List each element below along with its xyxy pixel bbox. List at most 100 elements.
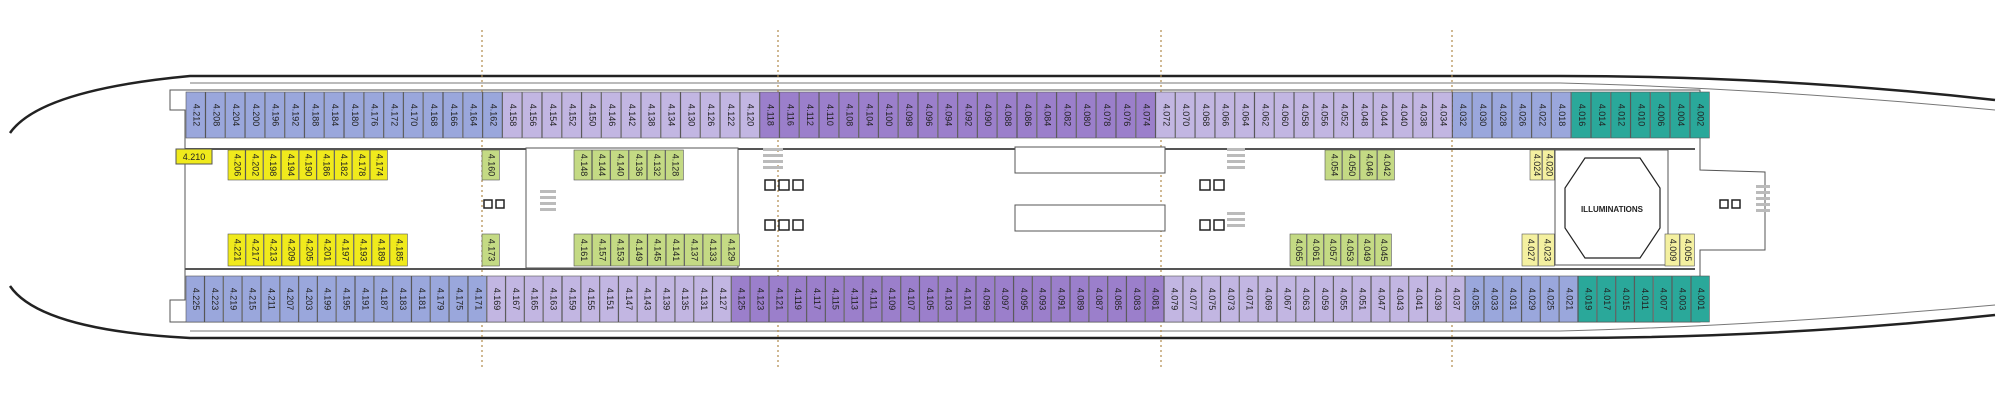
inner-bottom-cabin[interactable] [1306,233,1324,267]
bottom-row-cabin[interactable] [1070,275,1089,323]
top-row-cabin[interactable] [1214,91,1235,139]
bottom-row-cabin[interactable] [750,275,769,323]
inner-top-cabin[interactable] [610,149,629,181]
bottom-row-cabin[interactable] [806,275,826,323]
bottom-row-cabin[interactable] [1201,275,1221,323]
top-row-cabin[interactable] [1274,91,1295,139]
top-row-cabin[interactable] [363,91,384,139]
top-row-cabin[interactable] [502,91,523,139]
top-row-cabin[interactable] [1412,91,1433,139]
inner-bottom-cabin[interactable] [592,233,611,267]
bottom-row-cabin[interactable] [1483,275,1503,323]
bottom-row-cabin[interactable] [1408,275,1428,323]
inner-bottom-cabin[interactable] [684,233,703,267]
top-row-cabin[interactable] [1254,91,1275,139]
bottom-row-cabin[interactable] [336,275,356,323]
top-row-cabin[interactable] [225,91,246,139]
top-row-cabin[interactable] [344,91,364,139]
top-row-cabin[interactable] [324,91,345,139]
bottom-row-cabin[interactable] [1013,275,1033,323]
inner-top-cabin[interactable] [592,149,611,181]
top-row-cabin[interactable] [185,91,206,139]
bottom-row-cabin[interactable] [599,275,619,323]
bottom-row-cabin[interactable] [768,275,788,323]
bottom-row-cabin[interactable] [1389,275,1409,323]
top-row-cabin[interactable] [1056,91,1077,139]
bottom-row-cabin[interactable] [994,275,1014,323]
inner-bottom-cabin[interactable] [1679,233,1695,267]
cabin-tag[interactable] [175,148,213,165]
inner-top-cabin[interactable] [263,149,282,181]
top-row-cabin[interactable] [1036,91,1057,139]
top-row-cabin[interactable] [1195,91,1215,139]
inner-top-cabin[interactable] [227,149,246,181]
bottom-row-cabin[interactable] [1314,275,1334,323]
bottom-row-cabin[interactable] [1126,275,1146,323]
top-row-cabin[interactable] [561,91,582,139]
top-row-cabin[interactable] [205,91,226,139]
bottom-row-cabin[interactable] [1182,275,1202,323]
top-row-cabin[interactable] [1294,91,1314,139]
inner-top-cabin[interactable] [665,149,684,181]
top-row-cabin[interactable] [878,91,899,139]
bottom-row-cabin[interactable] [543,275,562,323]
inner-bottom-cabin[interactable] [245,233,264,267]
bottom-row-cabin[interactable] [1578,275,1597,323]
top-row-cabin[interactable] [957,91,978,139]
top-row-cabin[interactable] [1630,91,1651,139]
top-row-cabin[interactable] [799,91,820,139]
bottom-row-cabin[interactable] [731,275,751,323]
bottom-row-cabin[interactable] [1352,275,1372,323]
bottom-row-cabin[interactable] [204,275,224,323]
inner-bottom-cabin[interactable] [702,233,722,267]
inner-bottom-cabin[interactable] [1538,233,1555,267]
bottom-row-cabin[interactable] [938,275,958,323]
bottom-row-cabin[interactable] [1502,275,1522,323]
bottom-row-cabin[interactable] [693,275,713,323]
inner-top-cabin[interactable] [1324,149,1343,181]
top-row-cabin[interactable] [1135,91,1156,139]
top-row-cabin[interactable] [383,91,404,139]
top-row-cabin[interactable] [1353,91,1374,139]
bottom-row-cabin[interactable] [1521,275,1541,323]
inner-top-cabin[interactable] [1377,149,1395,181]
bottom-row-cabin[interactable] [825,275,845,323]
top-row-cabin[interactable] [462,91,483,139]
top-row-cabin[interactable] [304,91,325,139]
bottom-row-cabin[interactable] [900,275,920,323]
top-row-cabin[interactable] [1313,91,1334,139]
inner-top-cabin[interactable] [281,149,299,181]
bottom-row-cabin[interactable] [1333,275,1353,323]
inner-bottom-cabin[interactable] [299,233,318,267]
inner-top-cabin[interactable] [245,149,264,181]
bottom-row-cabin[interactable] [1615,275,1635,323]
inner-bottom-cabin[interactable] [317,233,336,267]
top-row-cabin[interactable] [937,91,958,139]
top-row-cabin[interactable] [522,91,542,139]
top-row-cabin[interactable] [898,91,919,139]
bottom-row-cabin[interactable] [392,275,412,323]
inner-top-cabin[interactable] [1359,149,1378,181]
inner-bottom-cabin[interactable] [1357,233,1375,267]
bottom-row-cabin[interactable] [279,275,299,323]
inner-bottom-cabin[interactable] [371,233,390,267]
bottom-row-cabin[interactable] [1371,275,1390,323]
inner-bottom-cabin[interactable] [1664,233,1680,267]
inner-top-cabin[interactable] [647,149,666,181]
inner-bottom-cabin[interactable] [647,233,666,267]
bottom-row-cabin[interactable] [1427,275,1447,323]
bottom-row-cabin[interactable] [881,275,901,323]
bottom-row-cabin[interactable] [975,275,995,323]
bottom-row-cabin[interactable] [1051,275,1070,323]
bottom-row-cabin[interactable] [1107,275,1127,323]
top-row-cabin[interactable] [977,91,998,139]
top-row-cabin[interactable] [660,91,681,139]
top-row-cabin[interactable] [1551,91,1572,139]
bottom-row-cabin[interactable] [524,275,544,323]
top-row-cabin[interactable] [918,91,938,139]
top-row-cabin[interactable] [442,91,463,139]
bottom-row-cabin[interactable] [1276,275,1296,323]
bottom-row-cabin[interactable] [1596,275,1616,323]
top-row-cabin[interactable] [1234,91,1255,139]
top-row-cabin[interactable] [1511,91,1532,139]
